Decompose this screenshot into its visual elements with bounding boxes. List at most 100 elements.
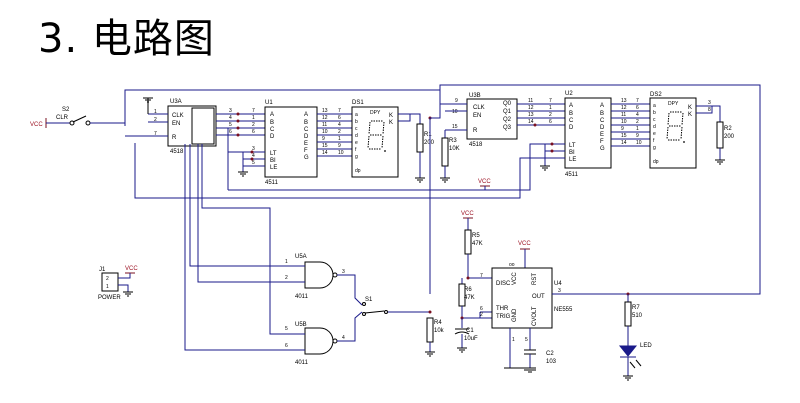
svg-text:4: 4: [636, 112, 639, 118]
svg-text:A: A: [569, 103, 573, 109]
svg-text:R: R: [473, 128, 478, 134]
svg-text:13: 13: [528, 112, 534, 118]
svg-text:NE555: NE555: [554, 307, 573, 313]
svg-text:E: E: [600, 132, 604, 138]
svg-text:B: B: [270, 120, 274, 126]
svg-text:LT: LT: [569, 143, 576, 149]
ds2-display: DS2 DPY a b c d e f g dp K K: [649, 92, 697, 169]
svg-text:GND: GND: [512, 308, 518, 322]
u5a-nand-gate: U5A 1 2 3 4011: [282, 254, 363, 306]
svg-text:10: 10: [452, 109, 458, 115]
r6-resistor: R6 47K 7 6 2: [458, 273, 492, 319]
svg-text:S2: S2: [62, 107, 70, 113]
svg-text:10: 10: [322, 129, 328, 135]
svg-text:CVOLT: CVOLT: [532, 306, 538, 326]
svg-text:14: 14: [322, 150, 328, 156]
r4-resistor: R4 10k: [425, 310, 445, 357]
u3a-counter: U3A CLK EN R Q0 Q1 Q2 Q3 4518 1 2 7: [125, 99, 217, 155]
svg-text:12: 12: [322, 115, 328, 121]
svg-text:DS2: DS2: [650, 92, 662, 98]
svg-text:9: 9: [636, 133, 639, 139]
svg-text:BI: BI: [569, 150, 575, 156]
svg-text:1: 1: [106, 284, 109, 290]
r7-led-branch: R7 510 LED: [618, 292, 652, 381]
svg-text:Q3: Q3: [503, 125, 512, 131]
svg-text:4: 4: [342, 335, 345, 341]
j1-power-connector: J1 2 1 POWER VCC: [98, 266, 138, 301]
svg-text:200: 200: [724, 134, 735, 140]
svg-text:12: 12: [621, 105, 627, 111]
svg-text:R3: R3: [449, 138, 457, 144]
svg-text:f: f: [653, 138, 655, 144]
svg-text:F: F: [600, 139, 604, 145]
svg-text:c: c: [653, 117, 656, 123]
svg-text:3: 3: [342, 269, 345, 275]
u5b-nand-gate: U5B 5 6 4 4011: [282, 311, 363, 366]
svg-text:10: 10: [621, 119, 627, 125]
svg-text:7: 7: [480, 273, 483, 279]
svg-text:RST: RST: [532, 273, 538, 285]
svg-text:1: 1: [512, 337, 515, 343]
svg-text:10: 10: [338, 150, 344, 156]
svg-text:12: 12: [528, 105, 534, 111]
svg-text:4: 4: [252, 153, 255, 159]
svg-text:C: C: [270, 127, 275, 133]
svg-text:11: 11: [528, 98, 533, 104]
svg-text:R5: R5: [472, 233, 480, 239]
svg-text:C: C: [600, 118, 605, 124]
svg-text:5: 5: [285, 326, 288, 332]
svg-text:2: 2: [480, 312, 483, 318]
u4-ne555-timer: VCC DISC THR TRIG OUT VCC RST GND CVOLT …: [491, 241, 575, 373]
svg-text:6: 6: [229, 129, 232, 135]
svg-text:LT: LT: [270, 151, 277, 157]
svg-text:5: 5: [252, 160, 255, 166]
svg-text:7: 7: [549, 98, 552, 104]
u2-decoder: U2 A B C D LT BI LE A B C D E F G 4511: [540, 91, 612, 178]
svg-text:POWER: POWER: [98, 295, 121, 301]
svg-text:A: A: [600, 103, 604, 109]
svg-text:B: B: [304, 120, 308, 126]
svg-text:2: 2: [338, 129, 341, 135]
r3-resistor: R3 10K: [440, 130, 460, 183]
svg-text:15: 15: [621, 133, 627, 139]
svg-text:11: 11: [322, 122, 327, 128]
svg-text:C: C: [569, 118, 574, 124]
svg-text:47K: 47K: [464, 295, 475, 301]
svg-text:R1: R1: [424, 132, 432, 138]
bus-u2-ds2: 13 12 11 10 9 15 14 7 6 4 2 1 9 10: [611, 98, 650, 147]
svg-text:4: 4: [229, 115, 232, 121]
svg-text:EN: EN: [172, 121, 180, 127]
svg-text:2: 2: [549, 112, 552, 118]
c1-capacitor: C1 10uF: [454, 316, 478, 353]
svg-text:U1: U1: [265, 100, 273, 106]
svg-text:A: A: [304, 112, 308, 118]
svg-text:U5B: U5B: [295, 322, 307, 328]
svg-text:103: 103: [546, 359, 557, 365]
svg-text:THR: THR: [496, 306, 509, 312]
svg-text:E: E: [304, 141, 308, 147]
svg-text:10: 10: [636, 140, 642, 146]
svg-text:K: K: [688, 105, 692, 111]
svg-text:DPY: DPY: [370, 110, 381, 116]
svg-text:4518: 4518: [170, 149, 184, 155]
svg-text:Q1: Q1: [503, 109, 512, 115]
svg-text:c: c: [355, 126, 358, 132]
svg-text:a: a: [355, 112, 358, 118]
svg-text:U3A: U3A: [170, 99, 182, 105]
svg-text:7: 7: [636, 98, 639, 104]
svg-text:VCC: VCC: [512, 272, 518, 285]
svg-text:J1: J1: [99, 267, 106, 273]
svg-text:A: A: [270, 112, 274, 118]
svg-text:f: f: [355, 147, 357, 153]
svg-text:D: D: [270, 134, 275, 140]
svg-text:TRIG: TRIG: [496, 314, 511, 320]
svg-text:11: 11: [621, 112, 626, 118]
svg-text:DS1: DS1: [352, 100, 364, 106]
svg-text:VCC: VCC: [478, 179, 491, 185]
bus-u1-ds1: 13 12 11 10 9 15 14 7 6 4 2 1 9 10: [317, 108, 352, 157]
svg-text:47K: 47K: [472, 241, 483, 247]
svg-text:e: e: [355, 140, 358, 146]
svg-text:15: 15: [452, 124, 458, 130]
svg-text:d: d: [653, 124, 656, 130]
